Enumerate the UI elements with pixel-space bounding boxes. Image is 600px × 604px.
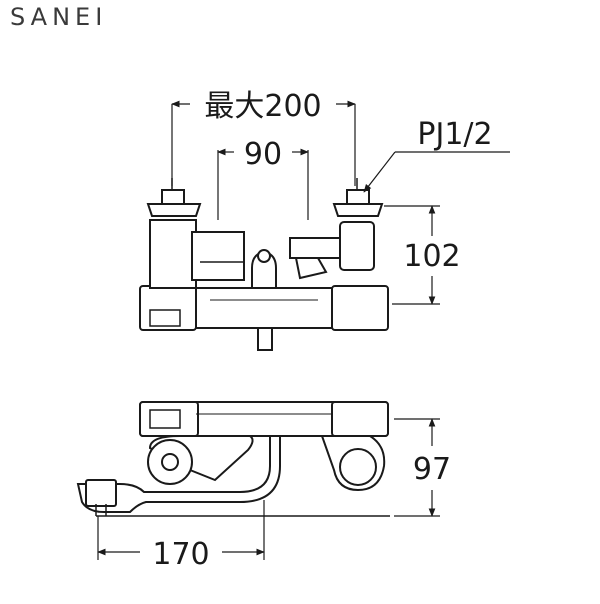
- front-view: [139, 178, 389, 351]
- left-union-nut: [146, 203, 202, 217]
- front-spout: [257, 327, 273, 351]
- dim-spout-reach: 170: [152, 537, 209, 572]
- right-inlet-body: [339, 221, 375, 271]
- right-union-nut: [332, 203, 384, 217]
- dim-max-width: 最大200: [204, 89, 321, 124]
- dim-depth: 97: [413, 452, 451, 487]
- right-eccentric-fitting: [339, 448, 377, 486]
- brand-logo: SANEI: [10, 3, 108, 31]
- dimension-lines: [97, 100, 510, 560]
- side-spout-arm: [76, 435, 281, 513]
- dim-inlet-height: 102: [403, 239, 460, 274]
- right-handle-block: [331, 285, 389, 331]
- dim-center-pitch: 90: [244, 137, 282, 172]
- dim-thread: PJ1/2: [417, 117, 492, 152]
- side-view: [76, 401, 390, 517]
- left-inlet-body: [149, 219, 197, 289]
